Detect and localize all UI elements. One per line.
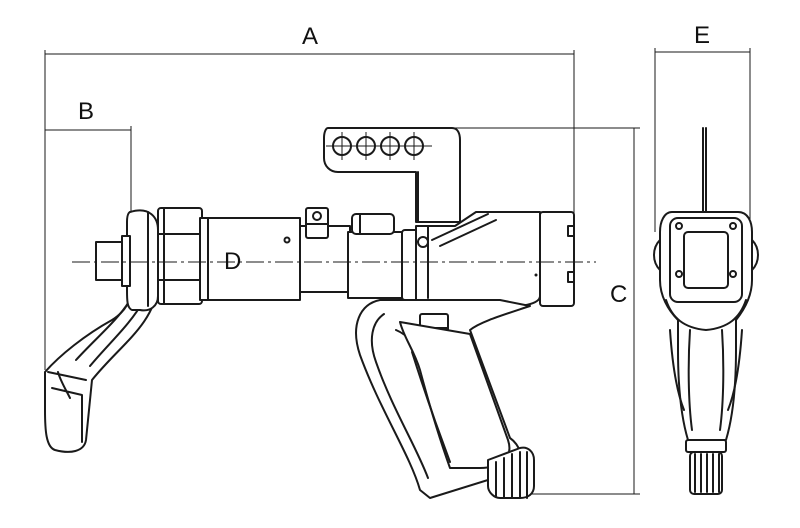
- reaction-arm-foot-step: [51, 387, 83, 443]
- motor-body-bolt: [417, 236, 429, 248]
- gearbox-body: [199, 217, 301, 301]
- motor-body: [415, 211, 541, 308]
- rear-cap: [539, 211, 575, 307]
- grip-body-line: [411, 351, 451, 463]
- label-e: E: [694, 22, 711, 49]
- reaction-arm-foot-detail: [57, 371, 71, 399]
- rear-cap-tab-top: [567, 225, 575, 237]
- handle-bracket: [323, 127, 461, 223]
- label-d: D: [224, 248, 242, 275]
- motor-body-diagonal: [431, 213, 489, 241]
- label-a: A: [302, 23, 319, 50]
- reaction-arm-foot-edge: [47, 371, 87, 381]
- bracket-holes: [326, 132, 432, 160]
- front-bolt-tr: [729, 222, 737, 230]
- front-bolt-bl: [675, 270, 683, 278]
- motor-body-diagonal-2: [439, 219, 497, 247]
- motor-clamp-top: [351, 213, 395, 235]
- front-motor-panel: [683, 231, 729, 289]
- front-guard-right: [727, 329, 743, 411]
- reaction-flange: [126, 209, 159, 312]
- grip-inner-curve: [370, 313, 429, 479]
- front-grip-left: [687, 329, 693, 431]
- front-view: [653, 127, 759, 495]
- side-view: [44, 127, 596, 499]
- front-grip-right: [719, 329, 725, 431]
- front-bolt-tl: [675, 222, 683, 230]
- front-left-bulge: [653, 239, 661, 271]
- square-drive-collar: [121, 235, 131, 287]
- front-lower-curve: [665, 299, 747, 331]
- front-inlet-collar: [685, 439, 727, 453]
- rear-cap-tab-bottom: [567, 271, 575, 283]
- latch-screw: [312, 211, 322, 221]
- label-b: B: [78, 98, 95, 125]
- dimension-lines: [44, 48, 751, 495]
- motor-body-dot: [534, 273, 538, 277]
- gearbox-screw: [283, 236, 291, 244]
- label-c: C: [610, 281, 628, 308]
- front-guard-left: [669, 329, 685, 411]
- front-right-bulge: [751, 239, 759, 271]
- reaction-arm-inner-line: [75, 299, 131, 361]
- front-bolt-br: [729, 270, 737, 278]
